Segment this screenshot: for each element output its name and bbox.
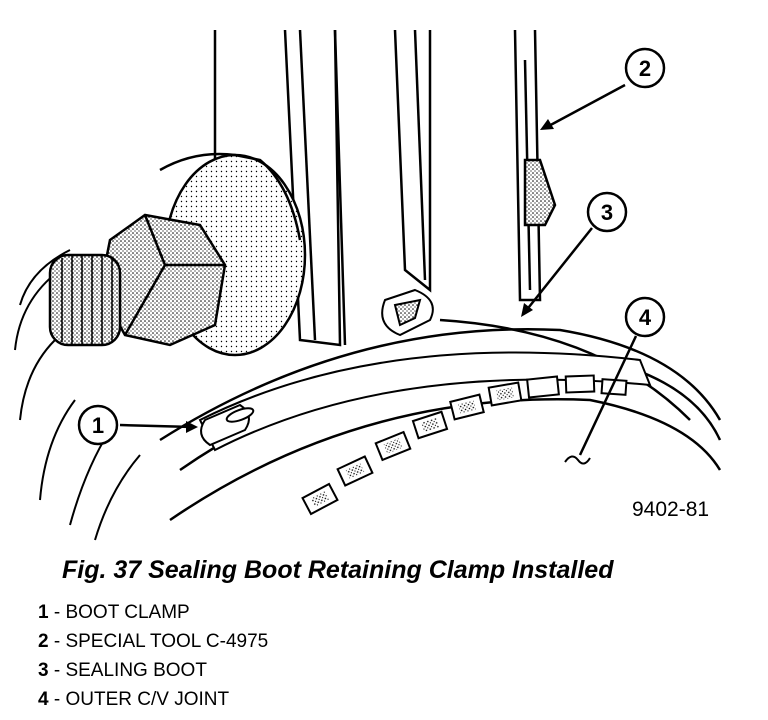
legend-text: - OUTER C/V JOINT	[48, 689, 230, 710]
callout-2: 2	[540, 47, 666, 130]
legend-text: - BOOT CLAMP	[48, 602, 190, 623]
callout-1: 1	[77, 404, 198, 446]
legend-item: 2 - SPECIAL TOOL C-4975	[38, 627, 268, 656]
boot-clamp-band	[198, 288, 652, 516]
clamp-installation-illustration: 1 2 3 4 9402-81	[14, 29, 722, 541]
legend-item: 3 - SEALING BOOT	[38, 656, 268, 685]
callout-1-label: 1	[92, 413, 104, 438]
legend-text: - SEALING BOOT	[48, 660, 207, 681]
callout-3: 3	[521, 191, 628, 317]
legend-list: 1 - BOOT CLAMP 2 - SPECIAL TOOL C-4975 3…	[38, 598, 268, 714]
legend-number: 3	[38, 660, 49, 681]
legend-number: 1	[38, 602, 49, 623]
special-tool-frame	[213, 29, 542, 347]
figure-code: 9402-81	[632, 498, 709, 521]
tool-nut-assembly	[48, 152, 307, 357]
legend-text: - SPECIAL TOOL C-4975	[48, 631, 269, 652]
callout-4-label: 4	[639, 305, 652, 330]
callout-2-label: 2	[639, 56, 651, 81]
cv-joint-body	[14, 249, 141, 541]
legend-number: 2	[38, 631, 49, 652]
legend-number: 4	[38, 689, 49, 710]
legend-item: 4 - OUTER C/V JOINT	[38, 685, 268, 714]
legend-item: 1 - BOOT CLAMP	[38, 598, 268, 627]
special-tool-jaw	[523, 158, 557, 227]
callout-4: 4	[564, 296, 666, 465]
callout-3-label: 3	[601, 200, 613, 225]
figure-caption: Fig. 37 Sealing Boot Retaining Clamp Ins…	[62, 556, 614, 584]
